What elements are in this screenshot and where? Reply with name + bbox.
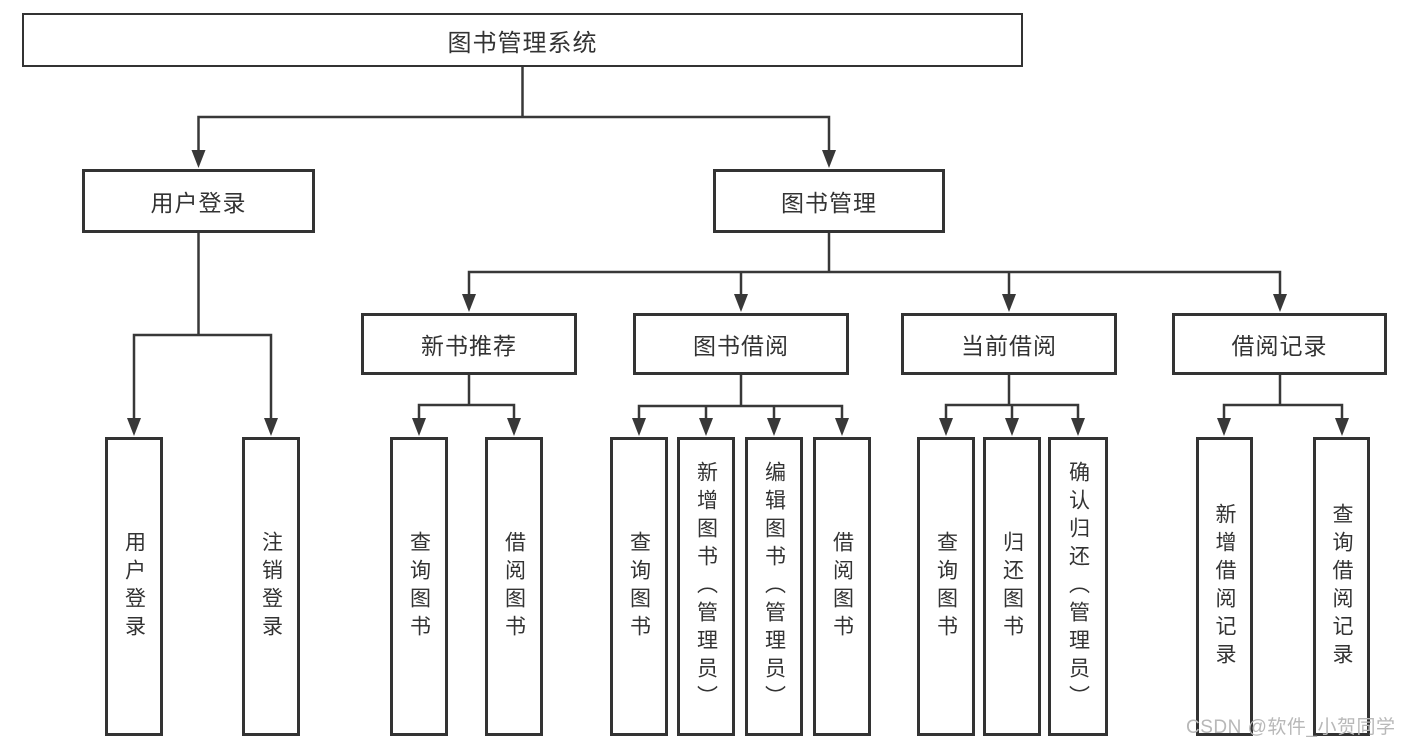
node-leaf-query-book-current: 查询图书 (917, 437, 975, 736)
arrowhead (507, 418, 521, 436)
node-leaf-query-book-recommend: 查询图书 (390, 437, 448, 736)
connector-bookmgmt-to-level3 (467, 231, 1282, 299)
node-leaf-borrow-book: 借阅图书 (813, 437, 871, 736)
node-new-book-recommend: 新书推荐 (361, 313, 577, 375)
node-leaf-logout: 注销登录 (242, 437, 300, 736)
arrowhead (835, 418, 849, 436)
arrowhead (1335, 418, 1349, 436)
node-book-management: 图书管理 (713, 169, 945, 233)
arrowhead (264, 418, 278, 436)
arrowhead (1002, 294, 1016, 312)
csdn-watermark: CSDN @软件_小贺同学 (1186, 717, 1396, 738)
node-root: 图书管理系统 (22, 13, 1023, 67)
connector-root-to-level2 (197, 65, 831, 153)
arrowhead (1005, 418, 1019, 436)
node-leaf-borrow-book-recommend: 借阅图书 (485, 437, 543, 736)
arrowhead (632, 418, 646, 436)
node-leaf-user-login: 用户登录 (105, 437, 163, 736)
arrowhead (767, 418, 781, 436)
arrowhead (1217, 418, 1231, 436)
connector-userlogin-to-leaves (132, 231, 273, 422)
arrowhead (412, 418, 426, 436)
arrowhead (462, 294, 476, 312)
connector-bookborrow-to-leaves (637, 373, 844, 422)
arrowheads (127, 150, 1349, 436)
arrowhead (939, 418, 953, 436)
node-user-login: 用户登录 (82, 169, 315, 233)
arrowhead (1273, 294, 1287, 312)
arrowhead (734, 294, 748, 312)
node-leaf-query-book-borrow: 查询图书 (610, 437, 668, 736)
arrowhead (822, 150, 836, 168)
node-book-borrow: 图书借阅 (633, 313, 849, 375)
node-leaf-add-borrow-record: 新增借阅记录 (1196, 437, 1253, 736)
arrowhead (699, 418, 713, 436)
arrowhead (127, 418, 141, 436)
node-leaf-query-borrow-record: 查询借阅记录 (1313, 437, 1370, 736)
connector-newbookrec-to-leaves (417, 373, 516, 422)
node-current-borrow: 当前借阅 (901, 313, 1117, 375)
node-leaf-confirm-return-admin: 确认归还（管理员） (1048, 437, 1108, 736)
arrowhead (191, 150, 206, 168)
connector-borrowrecords-to-leaves (1222, 373, 1344, 422)
arrowhead (1071, 418, 1085, 436)
node-borrow-records: 借阅记录 (1172, 313, 1387, 375)
connector-currentborrow-to-leaves (944, 373, 1080, 422)
node-leaf-add-book-admin: 新增图书（管理员） (677, 437, 735, 736)
node-leaf-return-book: 归还图书 (983, 437, 1041, 736)
node-leaf-edit-book-admin: 编辑图书（管理员） (745, 437, 803, 736)
